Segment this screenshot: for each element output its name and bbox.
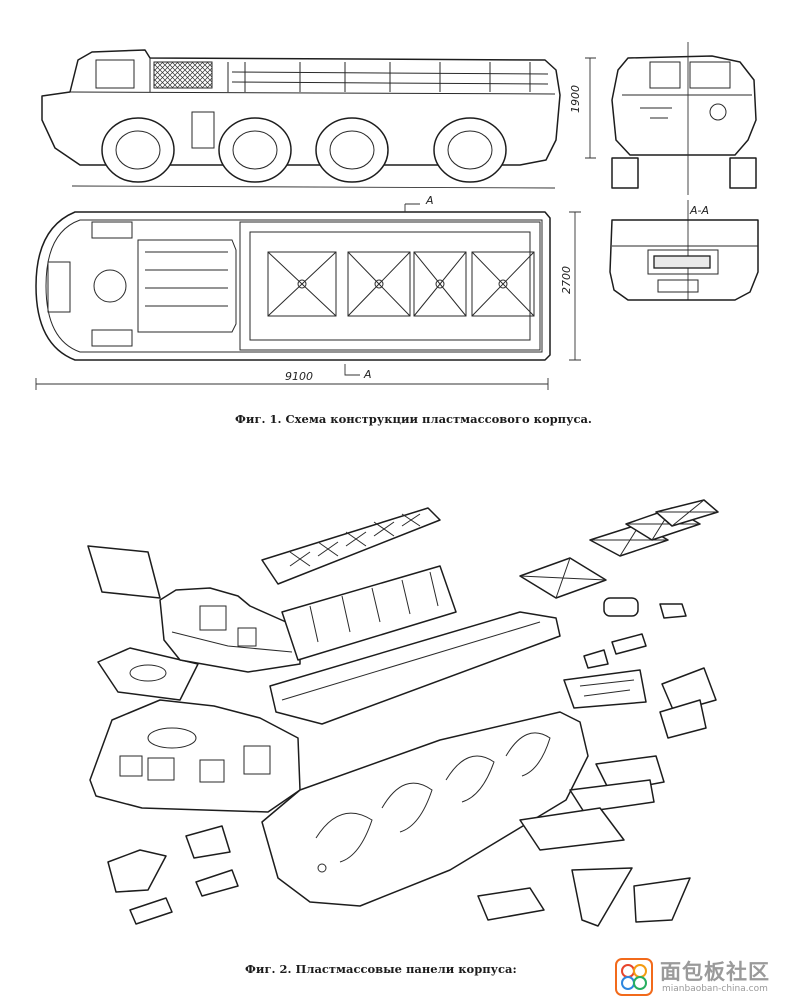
watermark-logo-icon bbox=[615, 958, 653, 996]
section-mark-bottom: A bbox=[363, 368, 372, 381]
watermark: 面包板社区 mianbaoban-china.com bbox=[614, 954, 794, 1000]
watermark-url: mianbaoban-china.com bbox=[662, 984, 768, 994]
figure1-caption: Фиг. 1. Схема конструкции пластмассового… bbox=[235, 412, 592, 426]
cargo-floor-panels bbox=[267, 251, 535, 317]
dim-width: 2700 bbox=[560, 266, 573, 294]
section-label: A-A bbox=[689, 204, 709, 217]
dim-height: 1900 bbox=[569, 85, 582, 113]
front-view: 1900 bbox=[569, 42, 757, 195]
side-view-wheels bbox=[101, 117, 507, 183]
plan-view: A A 9100 2700 bbox=[35, 194, 581, 390]
watermark-chinese-text: 面包板社区 bbox=[660, 960, 770, 984]
dim-length: 9100 bbox=[285, 370, 313, 383]
figure2-caption: Фиг. 2. Пластмассовые панели корпуса: bbox=[245, 962, 517, 976]
section-mark-top: A bbox=[425, 194, 434, 207]
section-a-a: A-A bbox=[609, 200, 759, 301]
exploded-panels bbox=[87, 499, 719, 927]
side-view bbox=[41, 49, 561, 189]
